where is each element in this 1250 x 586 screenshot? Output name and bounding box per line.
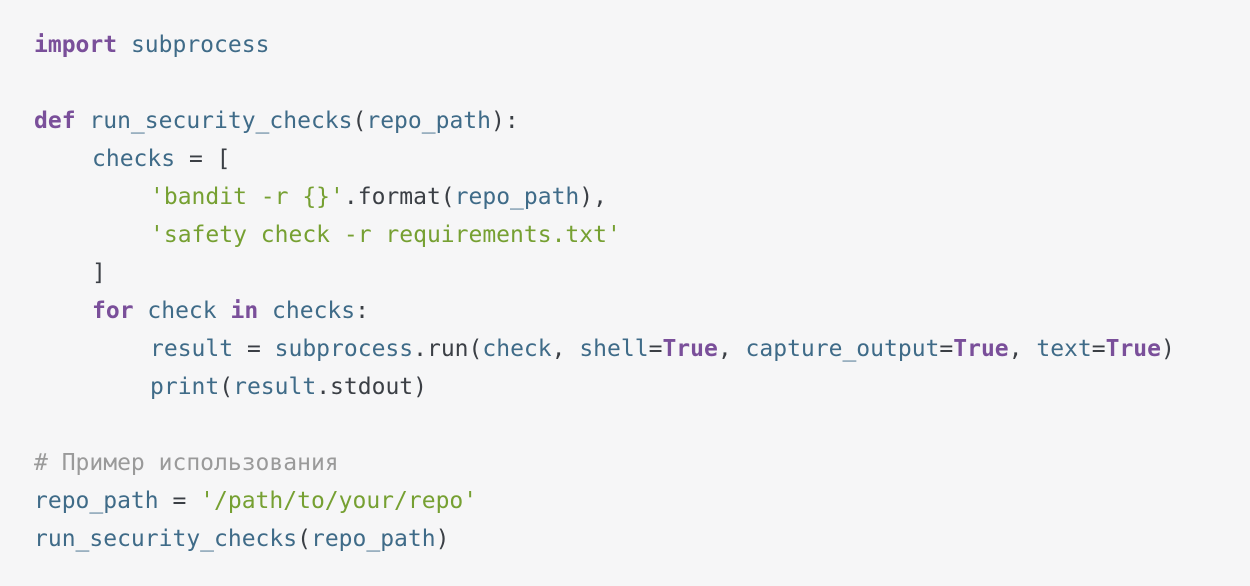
keyword-argument: text bbox=[1036, 336, 1092, 362]
punctuation: , bbox=[551, 336, 580, 362]
punctuation: ): bbox=[490, 108, 519, 134]
keyword: def bbox=[34, 108, 76, 134]
parameter: repo_path bbox=[366, 108, 491, 134]
punctuation: , bbox=[717, 336, 746, 362]
code-line-14: run_security_checks(repo_path) bbox=[34, 520, 1216, 558]
string-literal: 'safety check -r requirements.txt' bbox=[150, 222, 621, 248]
operator: = bbox=[1091, 336, 1106, 362]
string-literal: '/path/to/your/repo' bbox=[200, 488, 478, 514]
code-line-5: 'bandit -r {}'.format(repo_path), bbox=[34, 178, 1216, 216]
comment: # Пример использования bbox=[34, 450, 339, 476]
variable: repo_path bbox=[34, 488, 159, 514]
boolean-literal: True bbox=[953, 336, 1009, 362]
code-line-10: print(result.stdout) bbox=[34, 368, 1216, 406]
punctuation: ( bbox=[219, 374, 234, 400]
boolean-literal: True bbox=[1105, 336, 1161, 362]
code-line-9: result = subprocess.run(check, shell=Tru… bbox=[34, 330, 1216, 368]
punctuation: ] bbox=[92, 260, 106, 286]
code-line-12: # Пример использования bbox=[34, 444, 1216, 482]
function-name: run_security_checks bbox=[75, 108, 353, 134]
operator: = bbox=[939, 336, 954, 362]
variable: checks bbox=[92, 146, 176, 172]
code-line-4: checks = [ bbox=[34, 140, 1216, 178]
punctuation: , bbox=[1008, 336, 1037, 362]
variable: checks bbox=[258, 298, 356, 324]
code-line-3: def run_security_checks(repo_path): bbox=[34, 102, 1216, 140]
keyword: for bbox=[92, 298, 134, 324]
punctuation: ( bbox=[352, 108, 367, 134]
method-call: .format( bbox=[343, 184, 455, 210]
code-line-blank bbox=[34, 406, 1216, 444]
punctuation: ) bbox=[1161, 336, 1175, 362]
punctuation: : bbox=[355, 298, 369, 324]
code-line-1: import subprocess bbox=[34, 26, 1216, 64]
keyword-argument: shell bbox=[579, 336, 649, 362]
attribute-access: .stdout) bbox=[316, 374, 427, 400]
punctuation: ) bbox=[435, 526, 450, 552]
punctuation: ( bbox=[297, 526, 311, 552]
variable: result bbox=[150, 336, 234, 362]
keyword: in bbox=[230, 298, 259, 324]
boolean-literal: True bbox=[662, 336, 718, 362]
punctuation: ), bbox=[579, 184, 607, 210]
code-line-blank bbox=[34, 64, 1216, 102]
operator: = bbox=[233, 336, 275, 362]
operator: = [ bbox=[175, 146, 231, 172]
keyword-argument: capture_output bbox=[745, 336, 940, 362]
loop-variable: check bbox=[133, 298, 231, 324]
variable: check bbox=[482, 336, 552, 362]
string-literal: 'bandit -r {}' bbox=[150, 184, 344, 210]
variable: repo_path bbox=[310, 526, 436, 552]
code-line-6: 'safety check -r requirements.txt' bbox=[34, 216, 1216, 254]
code-line-13: repo_path = '/path/to/your/repo' bbox=[34, 482, 1216, 520]
module-name: subprocess bbox=[117, 32, 270, 58]
variable: repo_path bbox=[454, 184, 580, 210]
builtin-function: print bbox=[150, 374, 220, 400]
function-call: run_security_checks bbox=[34, 526, 298, 552]
method-call: .run( bbox=[413, 336, 483, 362]
module-name: subprocess bbox=[274, 336, 414, 362]
operator: = bbox=[648, 336, 663, 362]
keyword: import bbox=[34, 32, 118, 58]
code-line-8: for check in checks: bbox=[34, 292, 1216, 330]
code-line-7: ] bbox=[34, 254, 1216, 292]
variable: result bbox=[233, 374, 317, 400]
operator: = bbox=[158, 488, 201, 514]
